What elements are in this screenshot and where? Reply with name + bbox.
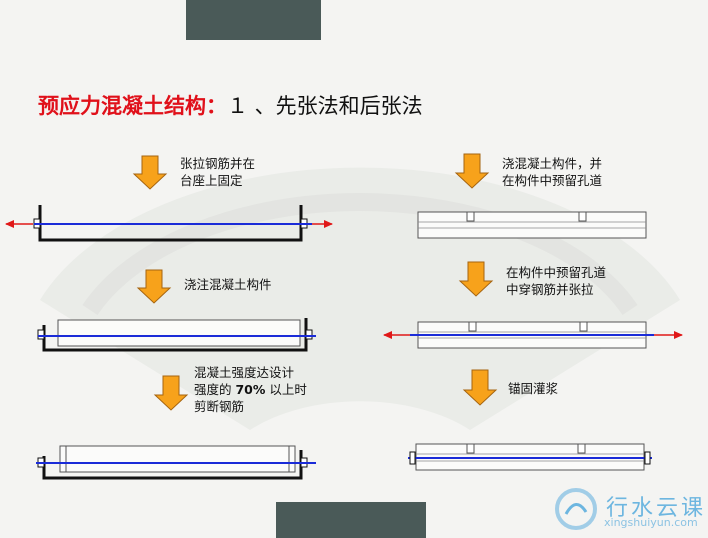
down-arrow-right-2 <box>458 261 494 297</box>
left-step1-line2: 台座上固定 <box>180 173 243 188</box>
down-arrow-left-1 <box>132 155 168 190</box>
pretension-bed-1 <box>5 205 333 242</box>
logo-url: xingshuiyun.com <box>604 516 698 529</box>
right-step1-caption: 浇混凝土构件，并 在构件中预留孔道 <box>502 155 602 189</box>
title-red: 预应力混凝土结构： <box>38 94 227 118</box>
left-step3-caption: 混凝土强度达设计 强度的 70% 以上时 剪断钢筋 <box>194 364 307 415</box>
right-step1-line2: 在构件中预留孔道 <box>502 173 603 188</box>
right-step3-caption: 锚固灌浆 <box>508 381 559 396</box>
left-step3-line2: 强度的 70% 以上时 <box>194 382 307 397</box>
down-arrow-left-3 <box>153 375 189 411</box>
posttension-member-2 <box>383 321 683 349</box>
title-black: １ 、先张法和后张法 <box>227 94 423 118</box>
pretension-bed-3 <box>36 445 316 480</box>
left-step3-line1: 混凝土强度达设计 <box>194 365 295 380</box>
page-title: 预应力混凝土结构：１ 、先张法和后张法 <box>38 92 423 120</box>
fan-background <box>40 167 680 431</box>
right-step2-line2: 中穿钢筋并张拉 <box>506 282 594 297</box>
pretension-bed-2 <box>37 318 316 352</box>
left-step1-line1: 张拉钢筋并在 <box>180 156 256 171</box>
left-step1-caption: 张拉钢筋并在 台座上固定 <box>180 155 255 189</box>
right-step1-line1: 浇混凝土构件，并 <box>502 156 603 171</box>
top-tab-decoration <box>186 0 321 40</box>
down-arrow-left-2 <box>136 269 172 304</box>
logo-name: 行水云课 <box>606 496 707 521</box>
posttension-member-1 <box>417 211 647 239</box>
right-step2-line1: 在构件中预留孔道 <box>506 265 607 280</box>
watermark-logo-icon <box>555 488 597 530</box>
left-step2-caption: 浇注混凝土构件 <box>184 277 272 292</box>
bottom-tab-decoration <box>276 502 426 538</box>
left-step3-line3: 剪断钢筋 <box>194 399 245 414</box>
down-arrow-right-1 <box>454 153 490 189</box>
down-arrow-right-3 <box>462 369 498 406</box>
posttension-member-3 <box>408 443 652 471</box>
right-step2-caption: 在构件中预留孔道 中穿钢筋并张拉 <box>506 264 606 298</box>
